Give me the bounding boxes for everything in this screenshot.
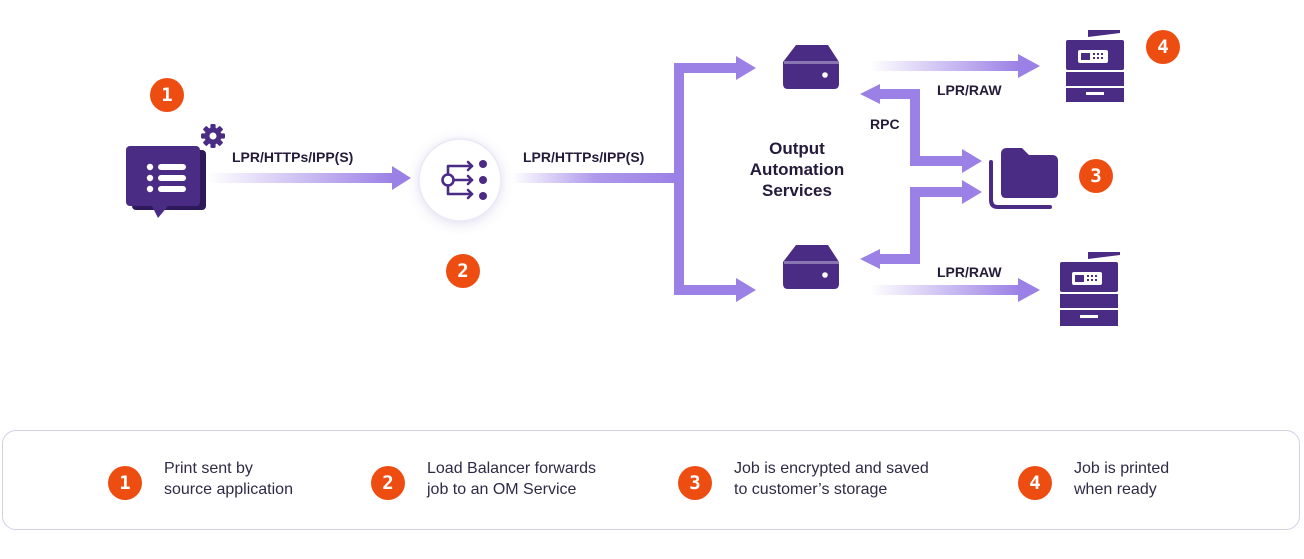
legend-badge-4: 4 [1018, 466, 1052, 500]
output-automation-services-title: Output Automation Services [749, 139, 845, 200]
server-icon-bottom [783, 245, 839, 289]
step-badge-storage: 3 [1079, 159, 1113, 193]
legend-text-2: Load Balancer forwards job to an OM Serv… [427, 460, 596, 498]
folder-icon [989, 148, 1058, 209]
protocol-label-bottom-printer: LPR/RAW [937, 264, 1002, 280]
protocol-label-top-printer: LPR/RAW [937, 82, 1002, 98]
server-icon-top [783, 45, 839, 89]
arrow-bottom-server-to-printer [870, 278, 1040, 302]
protocol-label-source: LPR/HTTPs/IPP(S) [232, 149, 354, 165]
step-badge-balancer: 2 [446, 254, 480, 288]
printer-icon-top [1066, 30, 1124, 102]
arrow-balancer-to-services [512, 56, 756, 302]
load-balancer-icon [418, 138, 502, 222]
protocol-label-balancer: LPR/HTTPs/IPP(S) [523, 149, 645, 165]
gear-icon [201, 124, 225, 148]
rpc-label: RPC [870, 116, 900, 132]
printer-icon-bottom [1060, 252, 1120, 326]
legend-badge-2: 2 [371, 466, 405, 500]
legend-badge-1: 1 [108, 466, 142, 500]
legend-text-4: Job is printed when ready [1074, 460, 1170, 498]
legend-text-1: Print sent by source application [164, 460, 293, 498]
step-badge-source: 1 [150, 78, 184, 112]
flow-diagram [126, 30, 1124, 326]
arrow-source-to-balancer [208, 166, 411, 190]
rpc-connector-bottom [860, 180, 982, 269]
print-queue-icon [126, 146, 206, 218]
step-badge-printer: 4 [1146, 30, 1180, 64]
legend-text-3: Job is encrypted and saved to customer’s… [734, 460, 929, 498]
legend-panel: 1 Print sent by source application 2 Loa… [2, 430, 1300, 530]
legend-badge-3: 3 [678, 466, 712, 500]
rpc-connector-top [860, 84, 982, 173]
arrow-top-server-to-printer [870, 54, 1040, 78]
